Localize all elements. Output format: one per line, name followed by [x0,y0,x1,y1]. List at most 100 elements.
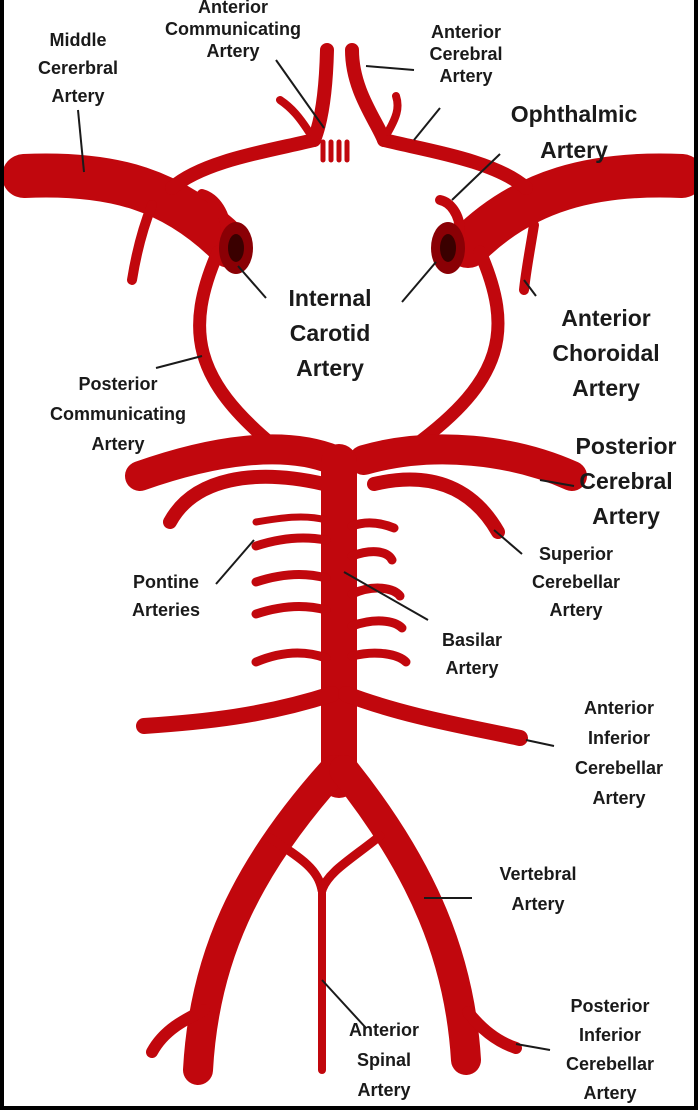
label-anterior-spinal-line-3: Artery [357,1080,410,1100]
leader-lines [77,59,575,1051]
internal-carotid-lumen-left [228,234,244,262]
pontine-artery-l5 [251,648,331,667]
label-superior-cerebellar-line-1: Superior [539,544,613,564]
label-pontine-line-1: Pontine [133,572,199,592]
pontine-artery-r1 [347,518,399,533]
internal-carotid-lumen-right [440,234,456,262]
arteries [4,43,694,1085]
label-anterior-cerebral-line-2: Cerebral [429,44,502,64]
label-posterior-inferior-cerebellar-line-2: Inferior [579,1025,641,1045]
label-posterior-cerebral-line-2: Cerebral [579,468,672,494]
label-anterior-choroidal-line-1: Anterior [561,305,651,331]
label-posterior-inferior-cerebellar-line-1: Posterior [570,996,649,1016]
middle-cerebral-artery-left [4,153,252,268]
pontine-artery-l3 [251,570,331,587]
pontine-artery-r5 [347,648,411,667]
label-posterior-inferior-cerebellar-line-4: Artery [583,1083,636,1103]
superior-cerebellar-artery-left [163,469,331,529]
label-ophthalmic-line-2: Artery [540,137,608,163]
label-anterior-communicating-line-2: Communicating [165,19,301,39]
label-posterior-cerebral-line-3: Artery [592,503,660,529]
label-basilar-line-2: Artery [445,658,498,678]
middle-cerebral-artery-right [446,153,694,268]
posterior-communicating-artery-right [407,245,505,453]
label-anterior-inferior-cerebellar-line-3: Cerebellar [575,758,663,778]
vertebral-artery-left [183,755,349,1085]
ophthalmic-artery-right [435,195,465,237]
posterior-communicating-artery-left [193,245,281,453]
label-ophthalmic-line-1: Ophthalmic [511,101,638,127]
anterior-communicating-artery [320,139,350,163]
label-vertebral-line-1: Vertebral [499,864,576,884]
pontine-artery-l1 [252,513,330,526]
pontine-artery-l4 [251,602,331,619]
anterior-cerebral-artery-left [307,43,334,147]
anterior-inferior-cerebellar-artery-right [338,686,528,746]
label-anterior-cerebral-line-3: Artery [439,66,492,86]
posterior-cerebral-artery-left [125,434,349,491]
label-anterior-communicating-line-3: Artery [206,41,259,61]
label-superior-cerebellar-line-2: Cerebellar [532,572,620,592]
label-anterior-spinal-line-2: Spinal [357,1050,411,1070]
label-internal-carotid-line-1: Internal [288,285,371,311]
label-internal-carotid-line-3: Artery [296,355,364,381]
pontine-artery-r3 [347,583,405,601]
superior-cerebellar-artery-right [367,472,505,539]
label-middle-cerebral-line-1: Middle [50,30,107,50]
aca-side-branch-right [384,92,402,136]
label-anterior-cerebral-line-1: Anterior [431,22,501,42]
anterior-spinal-artery-right-root [317,831,385,895]
anterior-arc-left [165,133,321,195]
label-anterior-inferior-cerebellar-line-4: Artery [592,788,645,808]
label-vertebral-line-2: Artery [511,894,564,914]
anterior-inferior-cerebellar-artery-left [136,686,340,734]
posterior-inferior-cerebellar-artery-left [146,1004,210,1058]
vertebral-artery-right [329,755,481,1075]
label-posterior-cerebral-line-1: Posterior [576,433,677,459]
anterior-arc-right [377,133,533,195]
label-anterior-spinal-line-1: Anterior [349,1020,419,1040]
label-superior-cerebellar-line-3: Artery [549,600,602,620]
posterior-cerebral-artery-right [349,434,587,491]
pontine-artery-r4 [347,616,407,633]
label-anterior-inferior-cerebellar-line-2: Inferior [588,728,650,748]
mca-branch-right [519,220,539,295]
label-middle-cerebral-line-2: Cererbral [38,58,118,78]
anterior-cerebral-artery-right [345,43,391,147]
label-basilar-line-1: Basilar [442,630,502,650]
pontine-artery-r2 [347,547,397,565]
label-anterior-communicating-line-1: Anterior [198,0,268,17]
label-posterior-communicating-line-2: Communicating [50,404,186,424]
aca-side-branch-left [276,96,313,136]
label-middle-cerebral-line-3: Artery [51,86,104,106]
pontine-artery-l2 [251,533,331,551]
label-posterior-communicating-line-1: Posterior [78,374,157,394]
label-anterior-choroidal-line-3: Artery [572,375,640,401]
label-pontine-line-2: Arteries [132,600,200,620]
label-internal-carotid-line-2: Carotid [290,320,371,346]
mca-branch-left [127,200,157,285]
label-anterior-choroidal-line-2: Choroidal [552,340,659,366]
label-anterior-inferior-cerebellar-line-1: Anterior [584,698,654,718]
label-posterior-communicating-line-3: Artery [91,434,144,454]
posterior-inferior-cerebellar-artery-right [462,1006,522,1054]
label-posterior-inferior-cerebellar-line-3: Cerebellar [566,1054,654,1074]
